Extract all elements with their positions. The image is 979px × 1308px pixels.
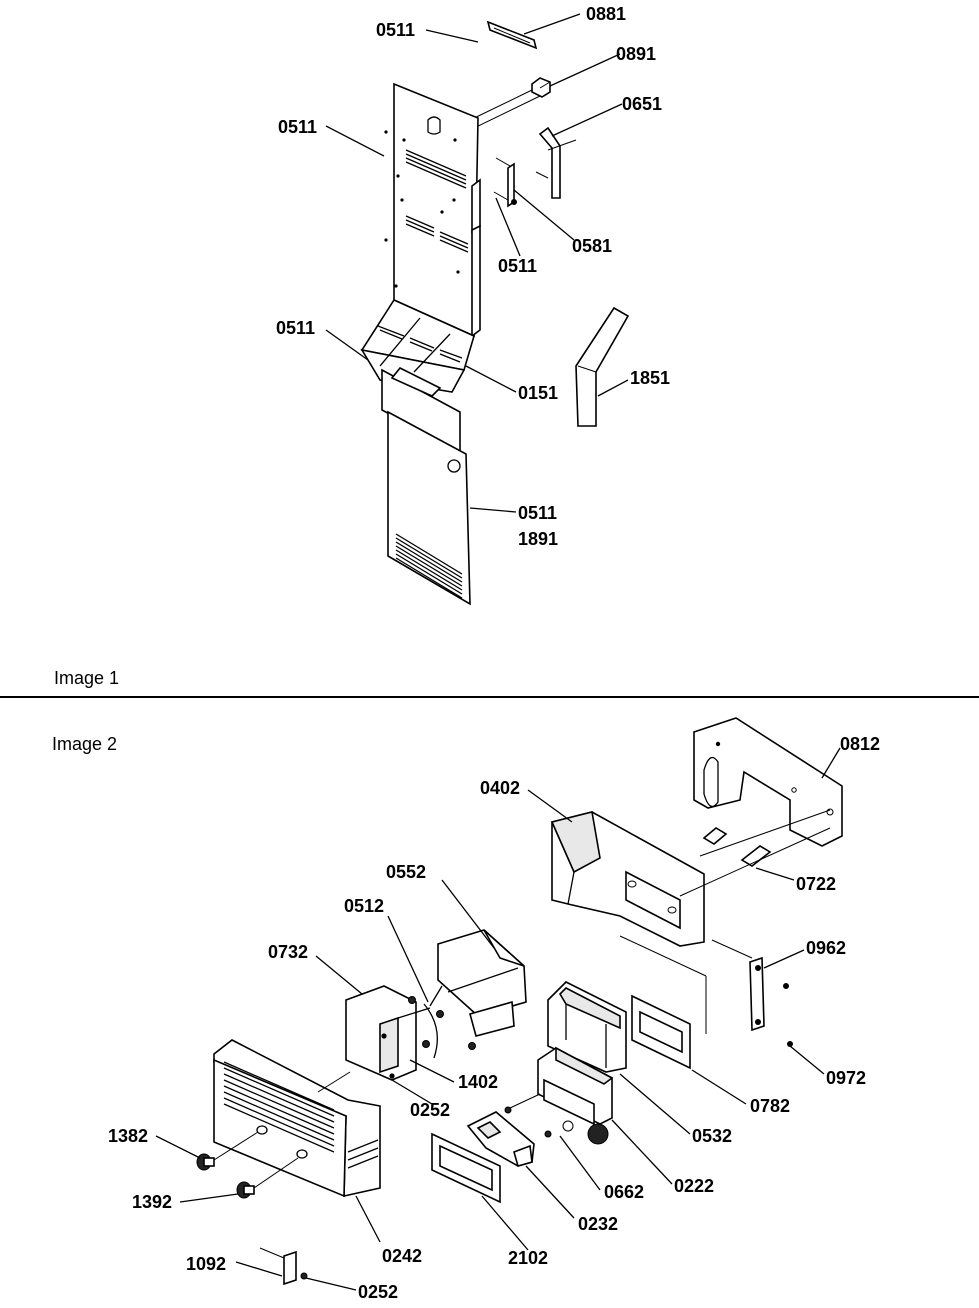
button-1392 — [236, 1157, 299, 1199]
plate-0732 — [345, 985, 431, 1081]
label-0581: 0581 — [572, 236, 612, 256]
label-0252-upper: 0252 — [410, 1100, 450, 1120]
image-1-drawing: 0511 0881 0891 0651 0511 0581 0511 0511 … — [276, 4, 670, 606]
label-0402: 0402 — [480, 778, 520, 798]
screws-0512 — [408, 985, 476, 1059]
strip-0651 — [535, 126, 577, 199]
label-1851: 1851 — [630, 368, 670, 388]
label-0812: 0812 — [840, 734, 880, 754]
frame-0532 — [547, 981, 627, 1073]
housing-0402 — [550, 811, 705, 947]
label-0232: 0232 — [578, 1214, 618, 1234]
frame-0782 — [619, 935, 707, 1070]
label-0511-top: 0511 — [376, 20, 415, 40]
main-panel-0151 — [360, 82, 481, 393]
lever-0232 — [466, 1111, 535, 1167]
label-0252-lower: 0252 — [358, 1282, 398, 1302]
dispenser-box-0222 — [504, 1046, 614, 1145]
label-0511-left: 0511 — [278, 117, 317, 137]
clip-1092 — [259, 1247, 308, 1286]
label-1382: 1382 — [108, 1126, 148, 1146]
section-divider — [0, 696, 979, 698]
front-cover-1891 — [381, 366, 471, 606]
label-0552: 0552 — [386, 862, 426, 882]
label-1392: 1392 — [132, 1192, 172, 1212]
button-1382 — [196, 1131, 259, 1171]
label-0662: 0662 — [604, 1182, 644, 1202]
label-0891: 0891 — [616, 44, 656, 64]
bracket-0552 — [437, 929, 527, 1037]
image-2-drawing: 0812 0402 0722 0552 0512 0732 0962 1402 … — [108, 717, 880, 1302]
bar-0962 — [711, 939, 793, 1047]
label-0881: 0881 — [586, 4, 626, 24]
bezel-2102 — [431, 1132, 501, 1204]
mounting-bracket-0812 — [693, 717, 843, 847]
label-0511-low: 0511 — [276, 318, 315, 338]
label-0962: 0962 — [806, 938, 846, 958]
image-1-caption: Image 1 — [54, 668, 120, 688]
label-0512: 0512 — [344, 896, 384, 916]
image-2-leaders — [155, 747, 841, 1291]
spacer-0722 — [679, 809, 831, 897]
label-0511-cover: 0511 — [518, 503, 557, 523]
label-0651: 0651 — [622, 94, 662, 114]
strip-1851 — [575, 306, 630, 427]
label-0532: 0532 — [692, 1126, 732, 1146]
label-0242: 0242 — [382, 1246, 422, 1266]
label-1891: 1891 — [518, 529, 558, 549]
dispenser-cover-0242 — [213, 1039, 381, 1198]
label-0722: 0722 — [796, 874, 836, 894]
label-0732: 0732 — [268, 942, 308, 962]
label-0511-mid: 0511 — [498, 256, 537, 276]
trim-strip-0881 — [486, 20, 538, 50]
label-1402: 1402 — [458, 1072, 498, 1092]
label-2102: 2102 — [508, 1248, 548, 1268]
label-0222: 0222 — [674, 1176, 714, 1196]
image-2-caption: Image 2 — [52, 734, 118, 754]
label-0972: 0972 — [826, 1068, 866, 1088]
image-1-leaders — [325, 13, 629, 513]
label-0782: 0782 — [750, 1096, 790, 1116]
label-0151: 0151 — [518, 383, 558, 403]
label-1092: 1092 — [186, 1254, 226, 1274]
clip-0891 — [531, 77, 551, 98]
bracket-0581 — [493, 157, 517, 208]
